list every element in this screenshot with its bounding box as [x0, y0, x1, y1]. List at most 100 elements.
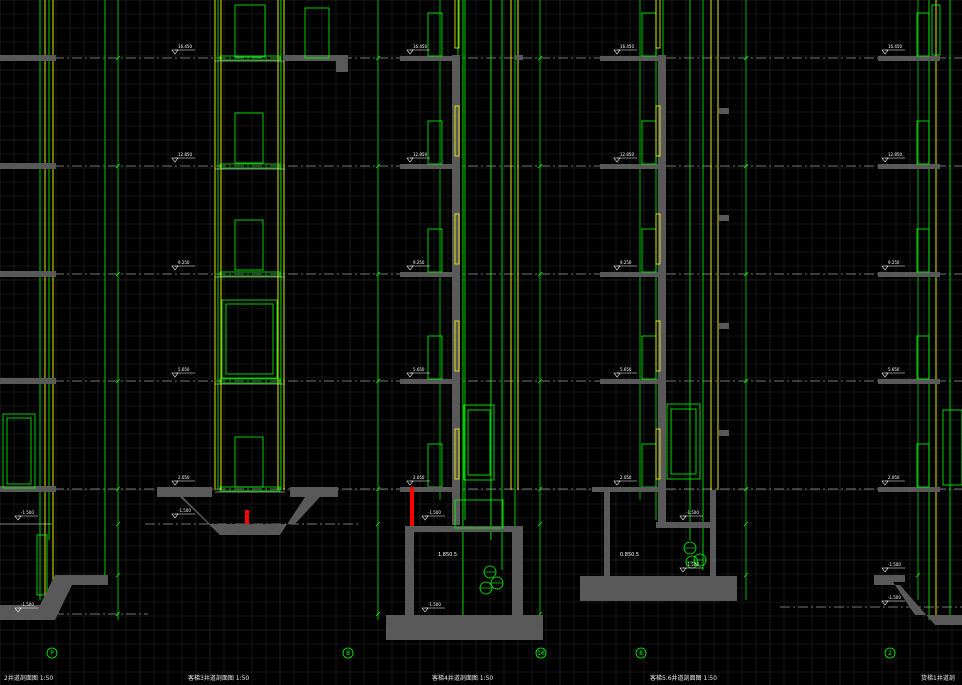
dimension-tick	[743, 486, 749, 492]
door-leaf	[454, 105, 460, 157]
floor-slab	[0, 378, 56, 384]
floor-slab	[0, 163, 56, 169]
door-jamb	[916, 120, 930, 165]
dimension-tick	[537, 486, 543, 492]
ladder	[36, 534, 48, 596]
caption-section-4: 客梯5.6井道剖面图 1:50	[650, 674, 717, 682]
door-leaf	[655, 428, 661, 480]
pit-slab	[157, 487, 338, 535]
dimension-tick	[115, 572, 121, 578]
dimension-tick	[375, 521, 381, 527]
dimension-tick	[375, 271, 381, 277]
door-jamb	[427, 335, 443, 380]
level-label: 9.250	[620, 260, 632, 265]
level-label: 5.650	[620, 367, 632, 372]
landing-sill	[219, 55, 281, 61]
buffer	[245, 510, 249, 524]
floor-slab	[400, 56, 458, 61]
axis-bubble-5	[884, 647, 896, 659]
level-label: 5.650	[888, 367, 900, 372]
foundation	[580, 576, 737, 601]
landing-sill	[219, 163, 281, 169]
elevator-car-inner	[467, 409, 491, 476]
floor-slab	[878, 487, 940, 492]
level-label: 16.450	[620, 44, 634, 49]
caption-section-2: 客梯3井道剖面图 1:50	[188, 674, 249, 682]
pit-edge	[410, 487, 414, 527]
door-jamb	[427, 228, 443, 273]
elevator-car	[666, 403, 701, 480]
door-leaf	[655, 320, 661, 372]
axis-label-1: P	[50, 650, 54, 657]
elevator-car-inner	[670, 408, 697, 475]
door-jamb	[916, 335, 930, 380]
pit-slab	[874, 575, 962, 625]
door-opening	[234, 112, 264, 164]
door-jamb	[427, 120, 443, 165]
dimension-tick	[115, 486, 121, 492]
level-label: -1.500	[888, 562, 901, 567]
level-label: -1.500	[686, 510, 699, 515]
floor-slab	[600, 164, 660, 169]
door-leaf	[454, 213, 460, 265]
level-label: 12.850	[413, 152, 427, 157]
level-label: -1.500	[888, 595, 901, 600]
elevator-car	[221, 299, 278, 379]
dimension-tick	[743, 55, 749, 61]
dimension-tick	[743, 163, 749, 169]
shaft-wall	[658, 55, 666, 525]
dimension-tick	[743, 521, 749, 527]
level-label: 2.050	[620, 475, 632, 480]
door-leaf	[454, 320, 460, 372]
level-label: -1.500	[178, 508, 191, 513]
level-label: 12.850	[888, 152, 902, 157]
door-opening	[234, 219, 264, 271]
axis-bubble-1	[46, 647, 58, 659]
pit-slab	[656, 522, 716, 528]
axis-bubble-3	[535, 647, 547, 659]
door-frame	[2, 413, 36, 489]
bracket	[719, 108, 729, 114]
door-opening	[931, 4, 941, 56]
floor-slab	[400, 272, 458, 277]
level-label: -1.500	[428, 602, 441, 607]
level-label: 9.250	[413, 260, 425, 265]
dimension-tick	[115, 271, 121, 277]
pit-wall	[512, 526, 523, 616]
door-jamb	[916, 228, 930, 273]
shaft-sections	[0, 0, 962, 640]
door-panel	[6, 417, 32, 485]
level-label: -1.500	[686, 562, 699, 567]
level-label: 16.450	[413, 44, 427, 49]
floor-slab	[0, 55, 56, 61]
dimension-tick	[375, 486, 381, 492]
door-leaf	[655, 105, 661, 157]
floor-slab	[400, 487, 455, 492]
dimension-tick	[537, 55, 543, 61]
pit-label-section-3: 1.850.5	[438, 552, 457, 558]
dimension-tick	[115, 55, 121, 61]
bracket	[719, 430, 729, 436]
dimension-tick	[915, 572, 921, 578]
dimension-tick	[537, 163, 543, 169]
level-label: -1.500	[21, 602, 34, 607]
door-leaf	[454, 428, 460, 480]
pit-slab	[405, 526, 523, 532]
level-label: 5.650	[413, 367, 425, 372]
door-leaf	[454, 0, 460, 49]
pit-wall	[604, 487, 610, 577]
pit-slab	[0, 575, 108, 620]
dimension-tick	[375, 378, 381, 384]
floor-slab	[600, 379, 660, 384]
door-jamb	[916, 443, 930, 488]
annotations: 16.450 12.850 9.250 5.650 2.050 16.450 12.850 9…	[14, 44, 905, 613]
bracket	[719, 215, 729, 221]
dimension-tick	[375, 163, 381, 169]
pit-label-section-4: 0.850.5	[620, 552, 639, 558]
landing-sill	[219, 271, 281, 277]
door-opening	[304, 7, 330, 59]
level-label: 9.250	[888, 260, 900, 265]
